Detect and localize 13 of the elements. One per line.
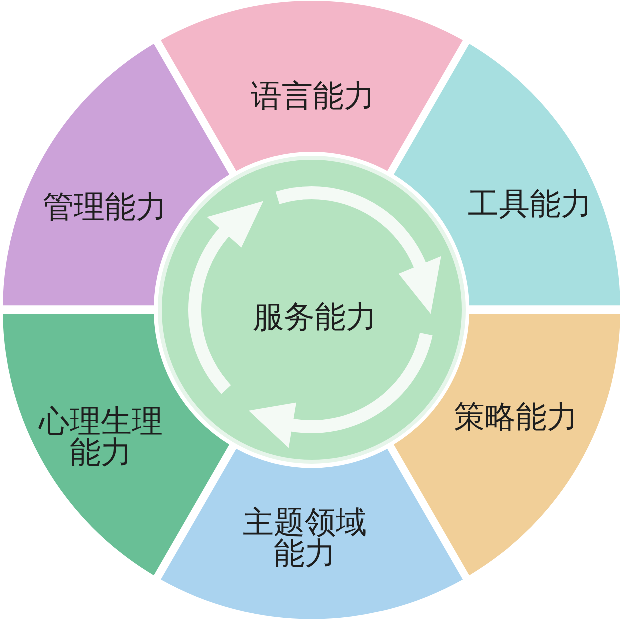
ring-segment: [3, 44, 230, 306]
segment-label: 语言能力: [250, 81, 375, 112]
ring-segment: [160, 1, 463, 172]
segment-label: 策略能力: [454, 402, 578, 434]
segment-label: 工具能力: [468, 189, 592, 220]
ring-segment: [160, 448, 463, 619]
segment-label: 心理生理能力: [38, 407, 164, 469]
ring-segment: [3, 314, 230, 576]
segment-label: 管理能力: [42, 192, 167, 224]
center-label: 服务能力: [253, 302, 377, 334]
ring-segment: [394, 314, 621, 576]
segment-label: 主题领域能力: [242, 508, 368, 570]
ring-segment: [394, 44, 621, 306]
